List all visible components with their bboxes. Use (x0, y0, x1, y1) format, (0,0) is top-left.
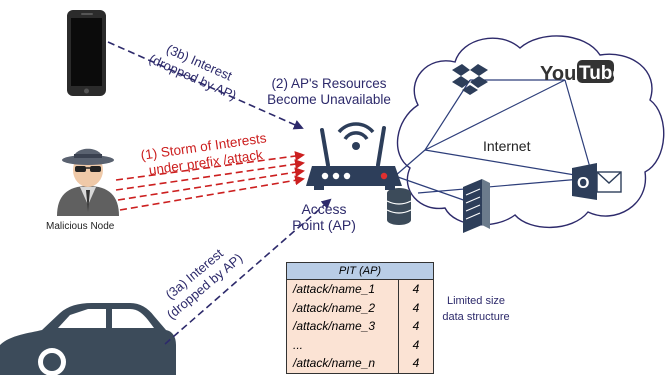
pit-entry-name: /attack/name_n (287, 354, 399, 373)
storm-label: (1) Storm of Interests under prefix /att… (140, 130, 268, 178)
server-icon (463, 179, 490, 233)
svg-text:(2) AP's Resources: (2) AP's Resources (271, 76, 386, 91)
svg-text:O: O (577, 175, 589, 192)
pit-row: ... 4 (287, 335, 433, 354)
pit-entry-name: ... (287, 335, 399, 354)
access-point-label: Access Point (AP) (292, 201, 356, 233)
pit-entry-value: 4 (412, 337, 420, 352)
interest-3b-arrow (107, 41, 304, 130)
youtube-logo: You Tube (540, 60, 623, 85)
pit-table: PIT (AP) /attack/name_1 4 /attack/name_2… (286, 262, 434, 374)
resources-label: (2) AP's Resources Become Unavailable (267, 76, 391, 107)
pit-title: PIT (AP) (287, 263, 433, 280)
interest-3a-arrow (164, 198, 332, 345)
outlook-icon: O (572, 163, 622, 200)
car-icon (0, 303, 176, 375)
pit-row: /attack/name_n 4 (287, 354, 433, 373)
pit-row: /attack/name_1 4 (287, 280, 433, 299)
svg-text:Tube: Tube (579, 63, 623, 84)
pit-entry-value: 4 (412, 319, 420, 333)
pit-row: /attack/name_2 4 (287, 298, 433, 317)
interest-storm-arrows (115, 151, 305, 211)
pit-entry-name: /attack/name_3 (287, 317, 399, 336)
dropbox-icon (452, 64, 488, 95)
internet-label: Internet (483, 138, 531, 154)
pit-row: /attack/name_3 4 (287, 317, 433, 336)
pit-entry-value: 4 (412, 282, 420, 296)
wifi-router-icon (306, 122, 402, 190)
hacker-icon (57, 148, 119, 216)
pit-entry-name: /attack/name_2 (287, 298, 399, 317)
svg-text:Access: Access (301, 201, 346, 217)
limited-size-label: Limited size data structure (442, 295, 509, 323)
pit-entry-value: 4 (412, 356, 420, 370)
malicious-node-label: Malicious Node (46, 221, 115, 232)
svg-text:You: You (540, 63, 576, 85)
interest-3a-label: (3a) Interest (dropped by AP) (163, 245, 246, 322)
pit-entry-name: /attack/name_1 (287, 280, 399, 299)
svg-text:data structure: data structure (442, 311, 509, 323)
pit-entry-value: 4 (412, 300, 420, 315)
smartphone-icon (67, 10, 106, 96)
interest-3b-label: (3b) Interest (dropped by AP) (147, 41, 239, 103)
svg-text:Point (AP): Point (AP) (292, 217, 356, 233)
database-icon (386, 188, 412, 225)
svg-text:Limited size: Limited size (447, 295, 505, 307)
internet-links (394, 79, 594, 204)
svg-text:Become Unavailable: Become Unavailable (267, 92, 391, 107)
